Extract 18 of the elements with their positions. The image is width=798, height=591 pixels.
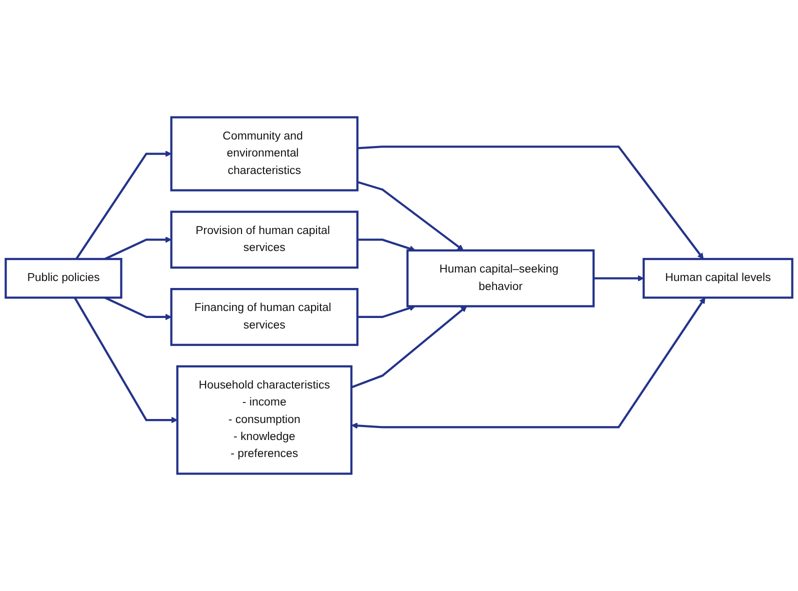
node-box: Community and environmental characteristics xyxy=(170,116,358,192)
arrow xyxy=(75,150,172,260)
arrow xyxy=(351,306,467,388)
arrow xyxy=(74,297,178,424)
arrow xyxy=(357,146,704,260)
node-box: Human capital levels xyxy=(642,258,794,299)
node-box: Human capital–seeking behavior xyxy=(406,249,595,308)
arrow xyxy=(104,236,172,260)
arrow xyxy=(357,305,416,318)
arrow xyxy=(357,180,464,251)
arrow xyxy=(351,297,706,429)
arrow xyxy=(594,275,644,282)
node-box: Household characteristics - income - consumption - knowledge - preferences xyxy=(176,365,352,475)
node-box: Financing of human capital services xyxy=(170,288,358,346)
arrow xyxy=(104,296,172,320)
arrow xyxy=(357,238,416,252)
node-box: Public policies xyxy=(4,258,122,299)
node-box: Provision of human capital services xyxy=(170,210,358,269)
